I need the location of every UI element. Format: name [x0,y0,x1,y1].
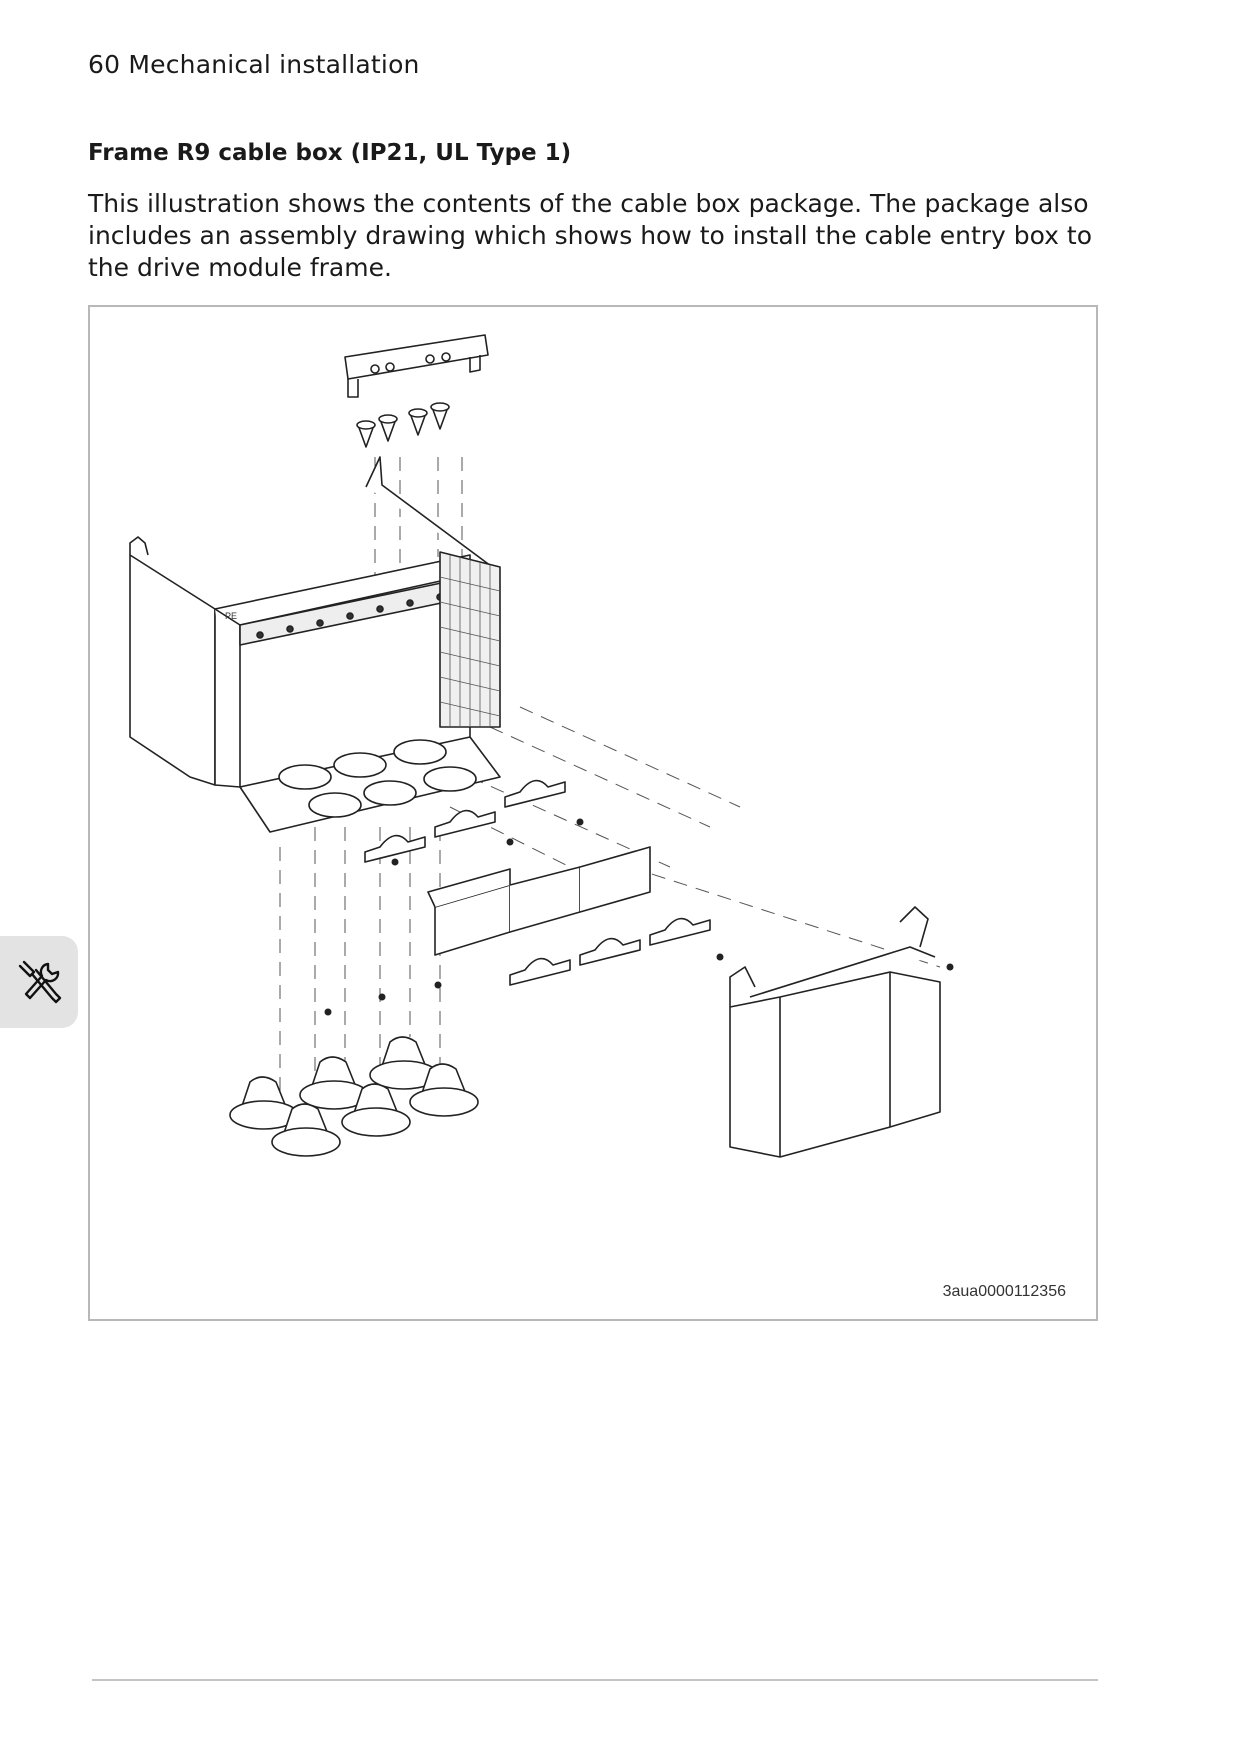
page-header: 60 Mechanical installation [88,50,420,79]
front-cover [729,906,941,1158]
cable-clamps [364,779,711,986]
cable-box-illustration: PE [88,305,1098,1321]
cable-trays [427,846,651,956]
figure-code: 3aua0000112356 [942,1283,1066,1300]
small-grommets [356,402,450,448]
intro-paragraph: This illustration shows the contents of … [88,189,1093,282]
terminal-bar [344,334,489,398]
section-title: Frame R9 cable box (IP21, UL Type 1) [88,140,572,166]
cable-box-body: PE [129,456,501,833]
large-grommets [229,1036,479,1157]
exploded-view-drawing: PE [129,334,954,1158]
pe-label: PE [225,611,237,621]
screws [324,818,954,1016]
wrench-screwdriver-icon [18,960,62,1004]
chapter-tab [0,936,78,1028]
footer-rule [92,1679,1098,1681]
